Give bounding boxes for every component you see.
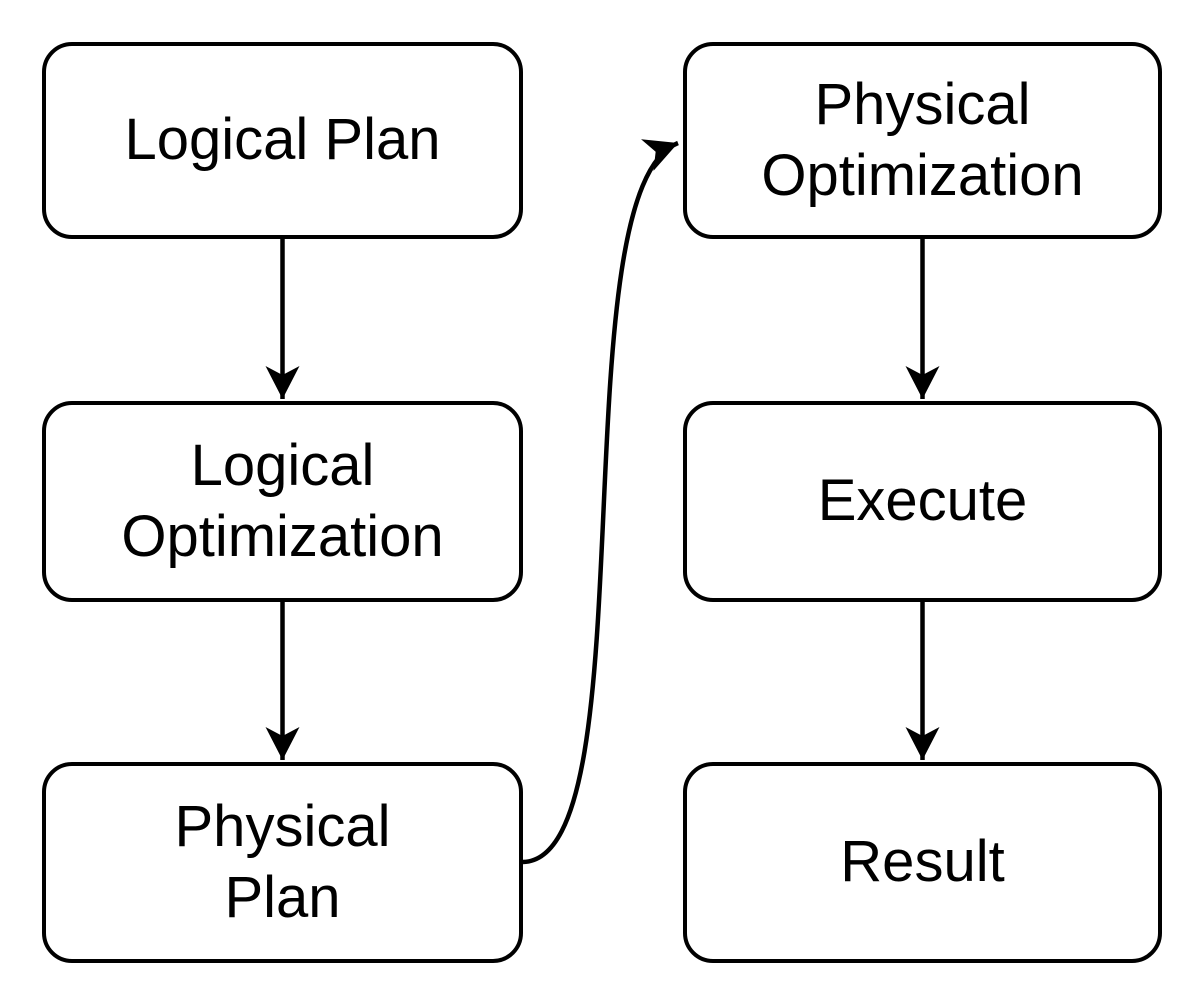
edge-physical-plan-to-physical-optimization: [522, 139, 679, 865]
node-label: Physical Optimization: [761, 71, 1084, 208]
node-logical-plan: Logical Plan: [42, 42, 523, 239]
node-label: Execute: [817, 468, 1028, 534]
node-result: Result: [683, 762, 1162, 963]
node-physical-plan: Physical Plan: [42, 762, 523, 963]
node-label: Logical Plan: [124, 107, 441, 173]
node-logical-optimization: Logical Optimization: [42, 401, 523, 602]
node-label: Physical Plan: [174, 793, 391, 930]
node-physical-optimization: Physical Optimization: [683, 42, 1162, 239]
node-label: Logical Optimization: [121, 432, 444, 569]
node-label: Result: [840, 829, 1005, 895]
node-execute: Execute: [683, 401, 1162, 602]
